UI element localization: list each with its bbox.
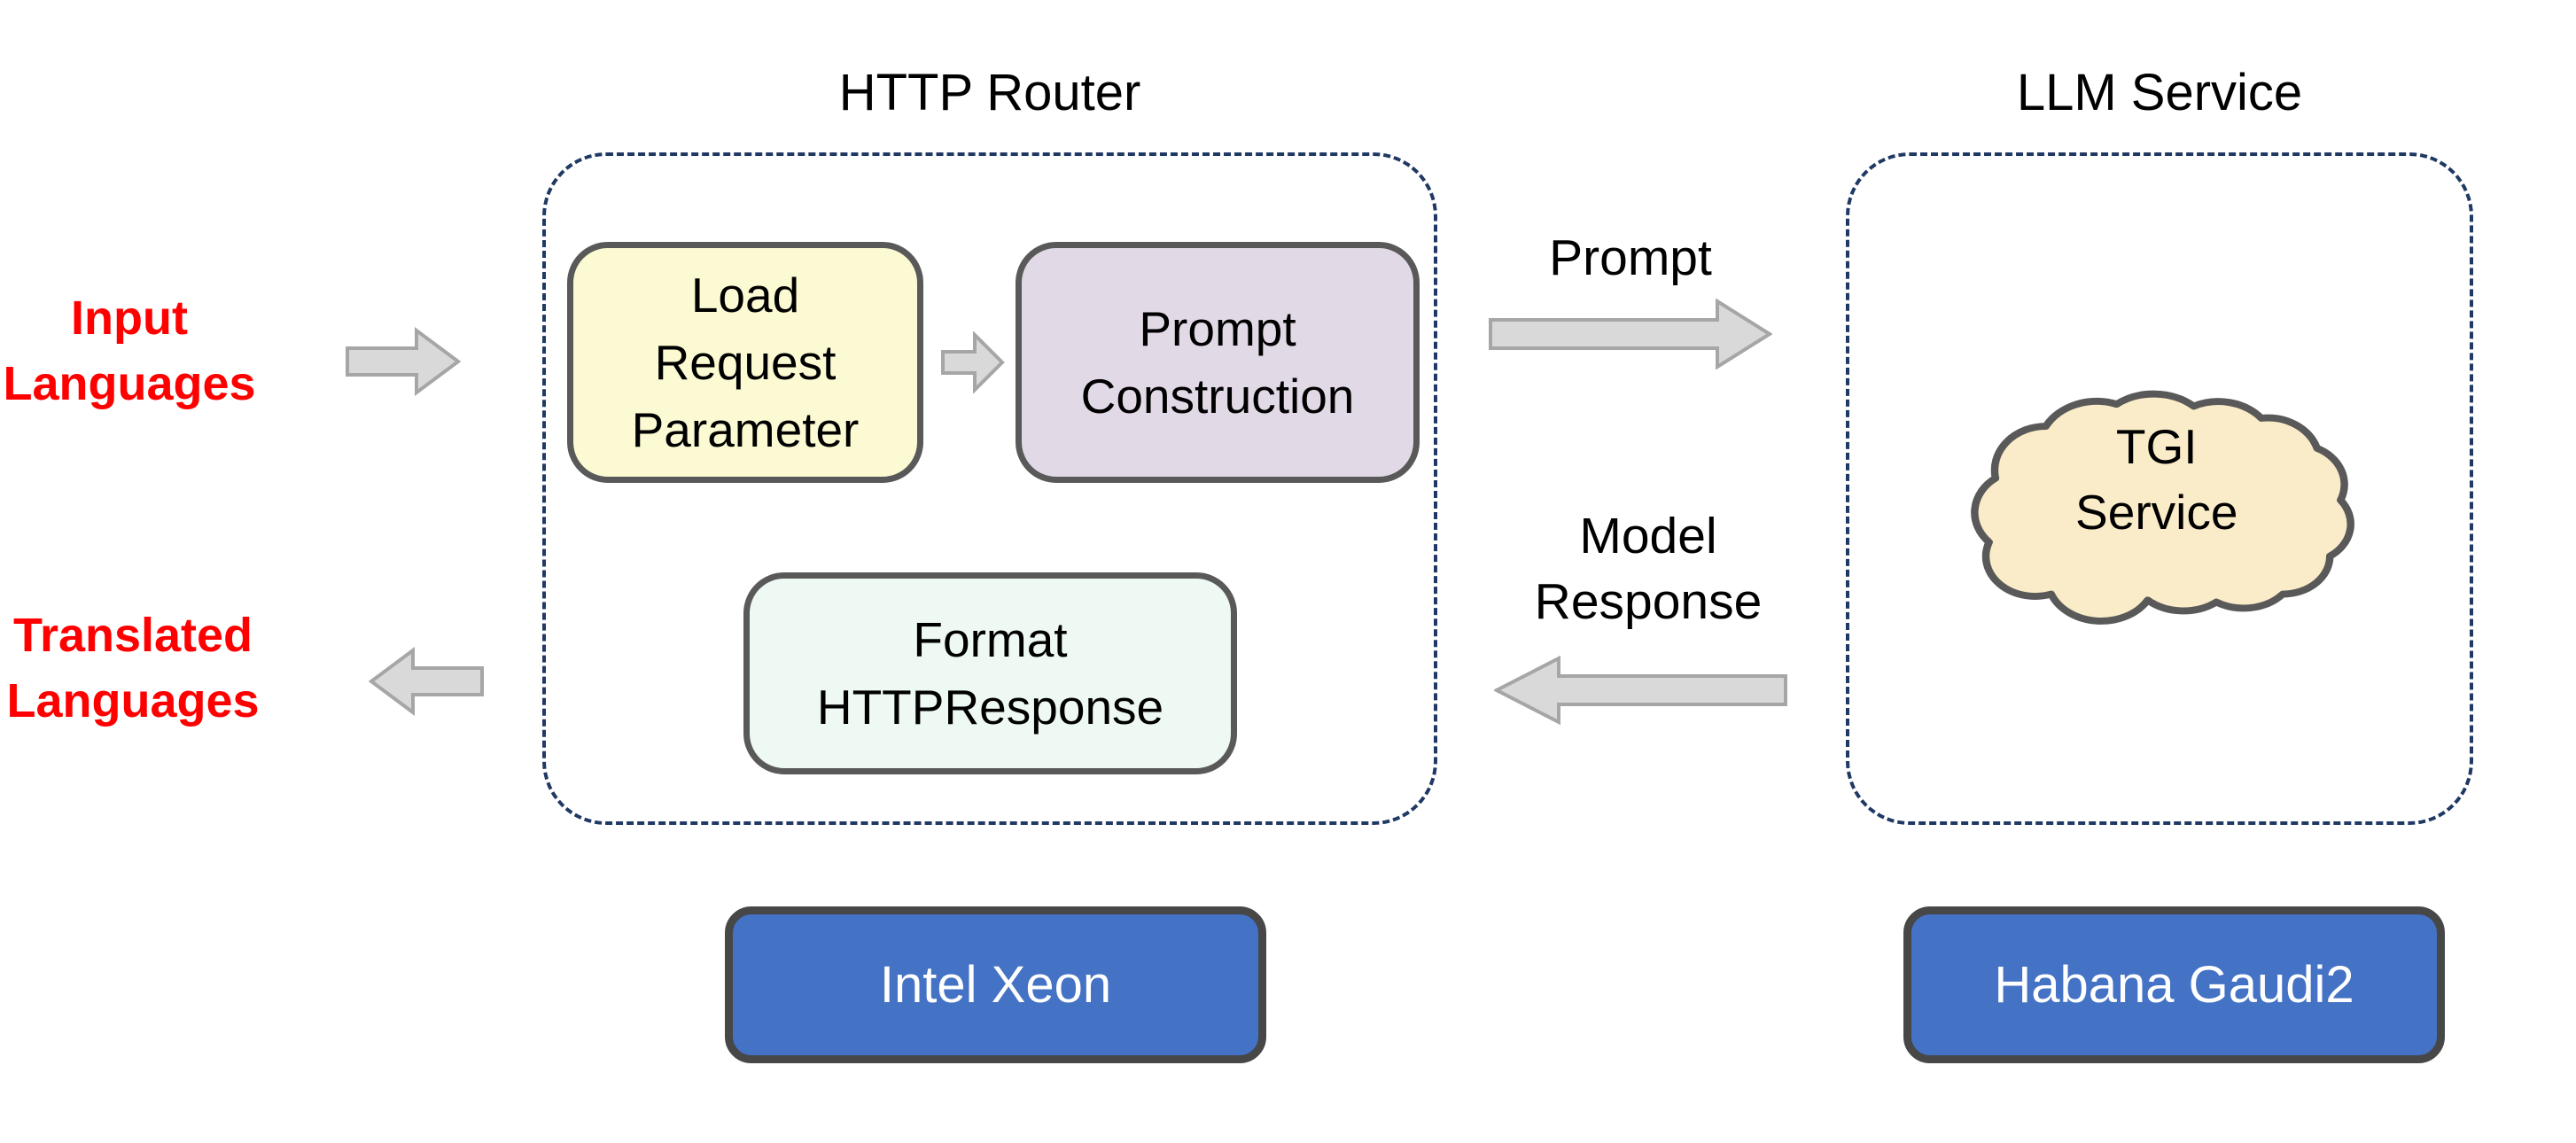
model-response-label: Model Response [1498,503,1799,634]
tgi-cloud-label: TGI Service [1985,414,2329,545]
tgi-cloud-line2: Service [2075,485,2238,540]
load-request-parameter-line3: Parameter [631,402,860,457]
prompt-construction-line1: Prompt [1139,301,1296,356]
model-response-arrow-icon [1494,656,1787,725]
translated-languages-line2: Languages [6,674,260,727]
translated-arrow-icon [369,647,484,716]
http-router-container [542,152,1437,825]
load-request-parameter-line1: Load [690,268,800,323]
input-languages-label: Input Languages [0,285,259,416]
intel-xeon-box: Intel Xeon [725,906,1266,1063]
translated-languages-line1: Translated [12,609,253,662]
habana-gaudi2-box: Habana Gaudi2 [1903,906,2445,1063]
format-http-response-line1: Format [913,612,1068,667]
habana-gaudi2-label: Habana Gaudi2 [1994,956,2354,1014]
http-router-title: HTTP Router [838,64,1141,121]
cloud-icon [1971,390,2354,625]
llm-service-title: LLM Service [2016,64,2303,121]
format-http-response-box: Format HTTPResponse [743,572,1237,774]
format-http-response-line2: HTTPResponse [816,680,1164,735]
prompt-flow-label: Prompt [1549,229,1712,286]
translated-languages-label: Translated Languages [0,603,266,734]
prompt-arrow-icon [1489,299,1772,369]
input-languages-line2: Languages [3,357,256,410]
prompt-construction-box: Prompt Construction [1016,242,1420,483]
llm-service-container [1846,152,2473,825]
load-request-parameter-line2: Request [654,335,837,390]
model-response-line2: Response [1534,573,1763,630]
connector-arrow-icon [941,331,1005,393]
intel-xeon-label: Intel Xeon [879,956,1112,1014]
tgi-cloud-line1: TGI [2115,419,2198,475]
prompt-construction-line2: Construction [1080,369,1355,424]
tgi-cloud: TGI Service [1960,379,2370,629]
input-languages-line1: Input [71,292,188,345]
input-arrow-icon [346,327,461,396]
model-response-line1: Model [1579,508,1717,564]
load-request-parameter-box: Load Request Parameter [567,242,923,483]
